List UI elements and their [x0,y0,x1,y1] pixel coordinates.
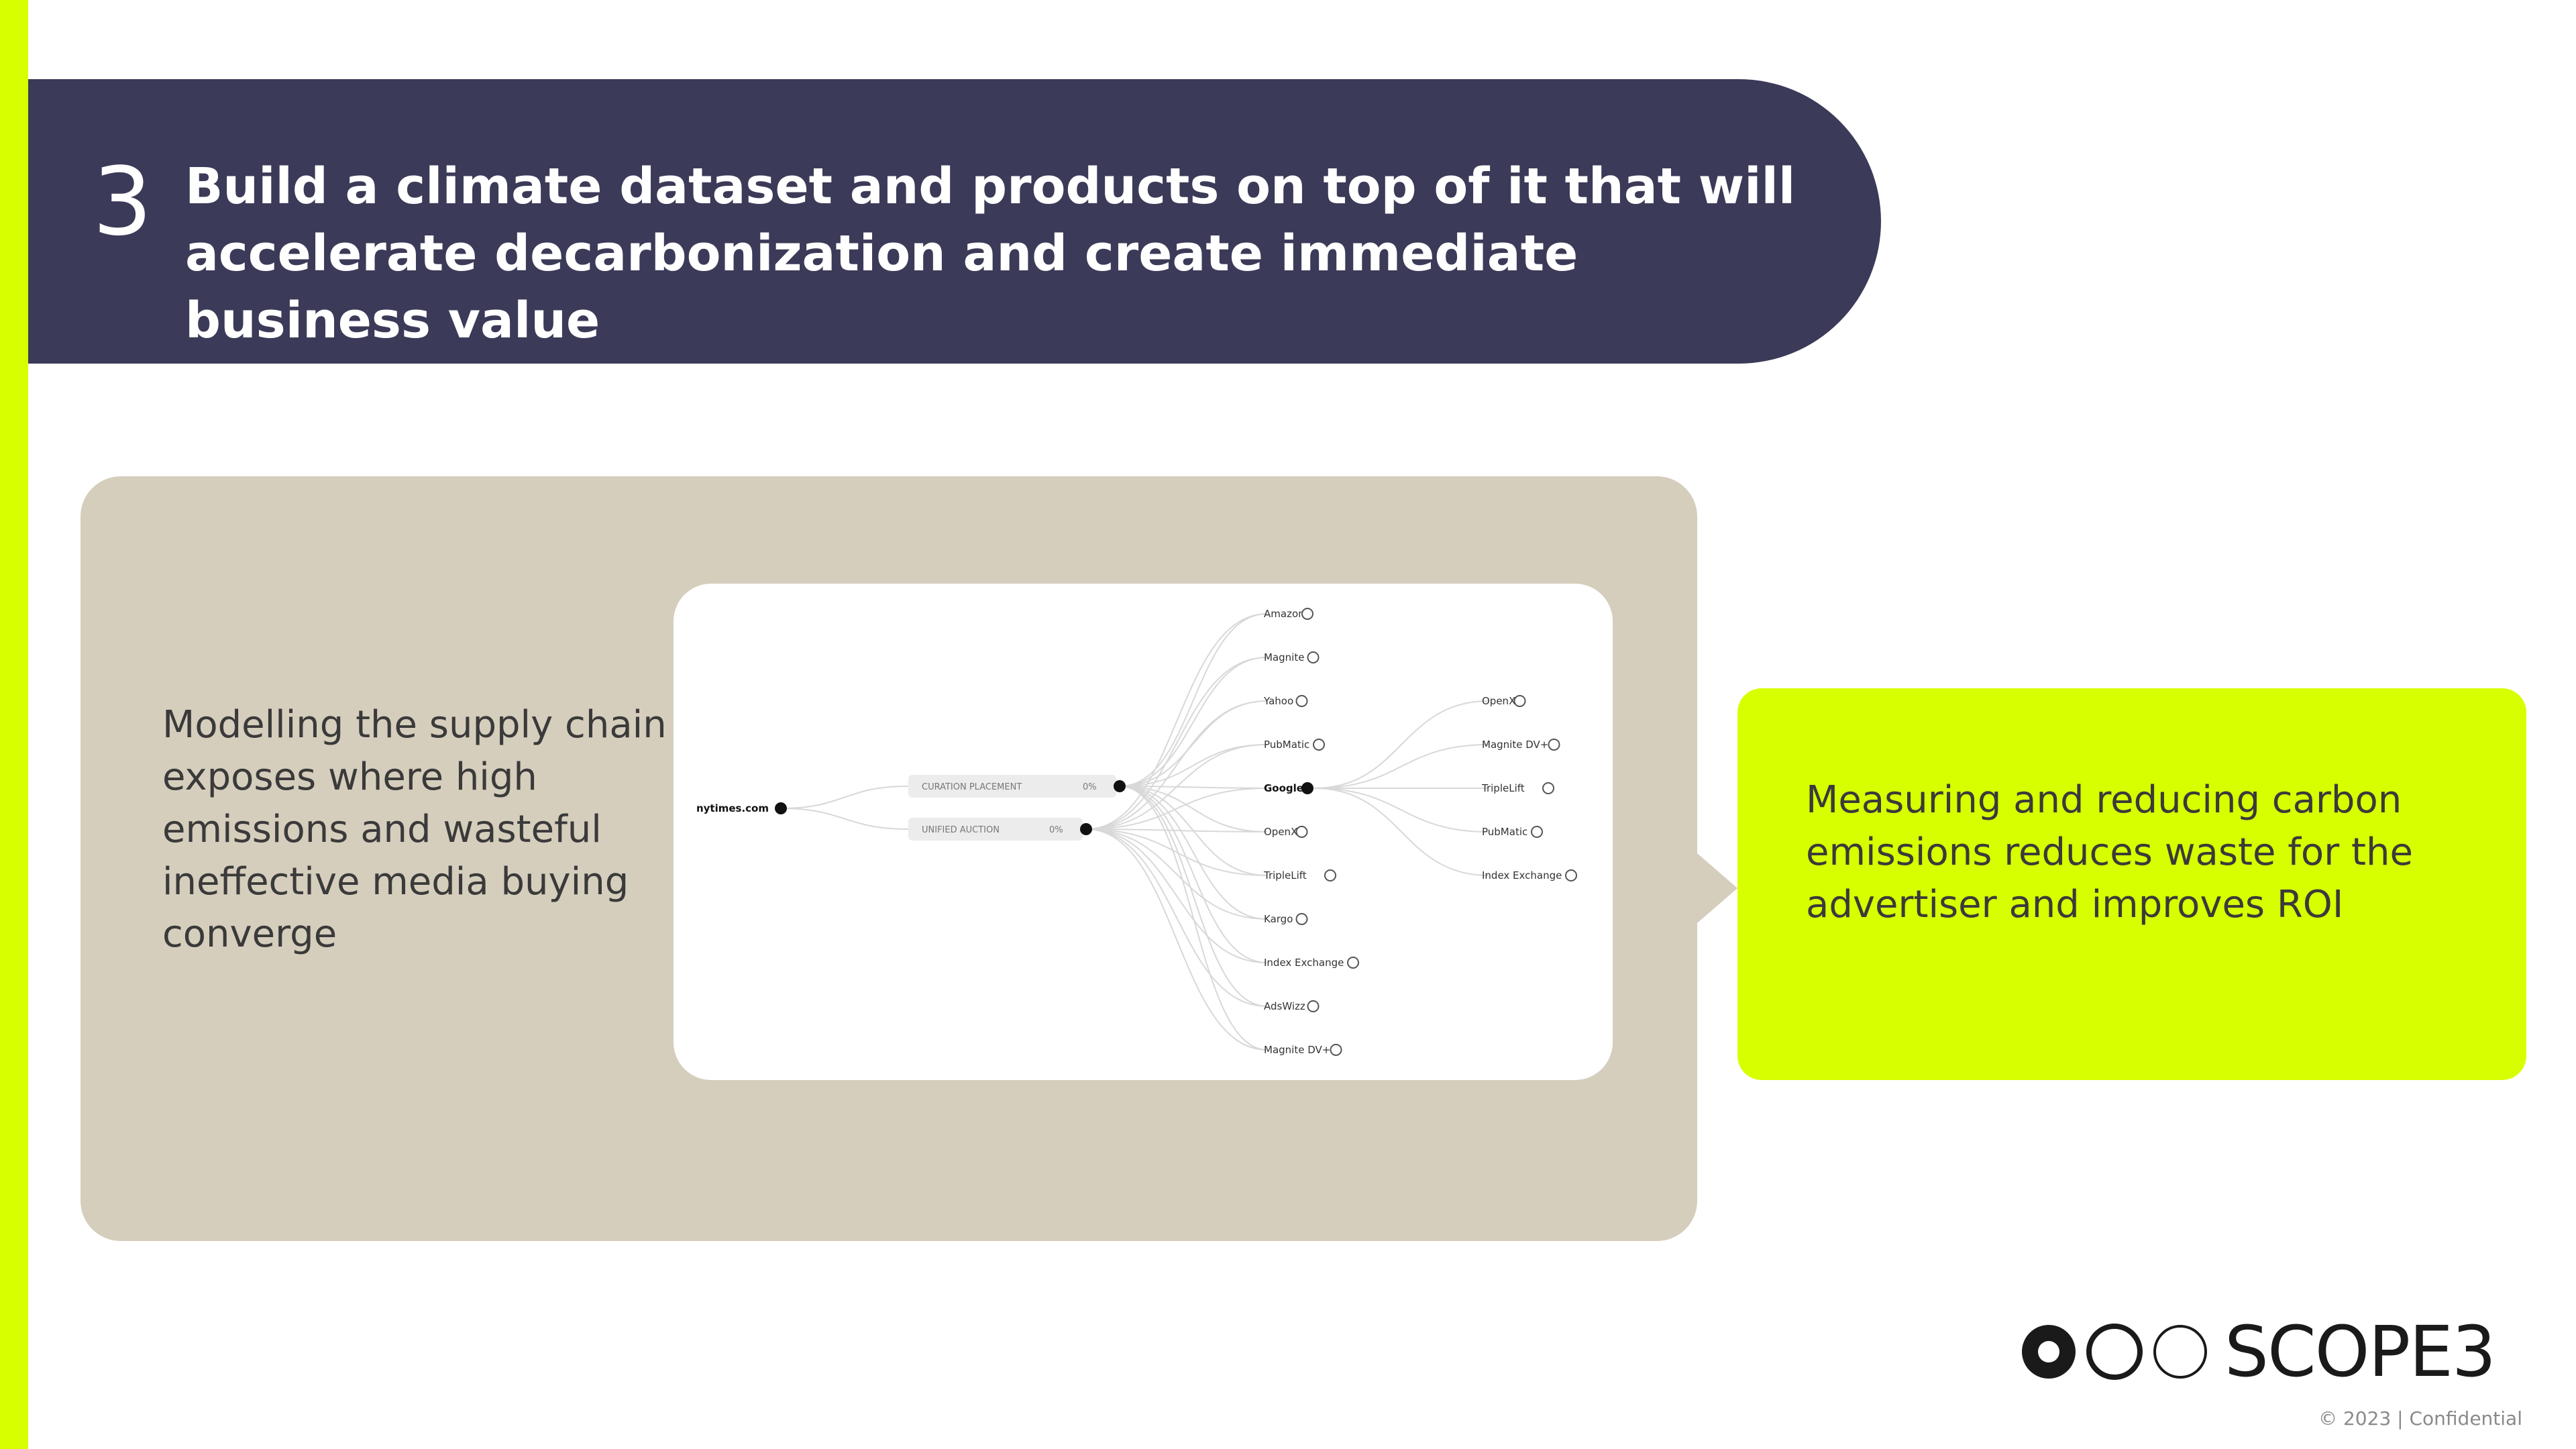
level3-node [1542,782,1554,794]
path-pill [908,775,1116,798]
path-node [1080,823,1092,835]
level3-node [1513,695,1526,707]
supply-chain-description: Modelling the supply chain exposes where… [162,703,667,956]
tree-link [1085,828,1268,1007]
path-value: 0% [1049,825,1063,835]
level2-node [1313,739,1325,751]
supply-chain-tree: nytimes.com CURATION PLACEMENT 0% UNIFIED A… [696,608,1577,1056]
level2-node-selected [1301,782,1313,794]
tree-link [1313,788,1489,833]
level3-label: Magnite DV+ [1482,739,1548,751]
level2-node [1295,913,1308,925]
level2-node [1307,651,1320,663]
copyright: © 2023 | Confidential [2318,1407,2522,1430]
tree-link [1119,613,1268,787]
level3-node [1531,826,1543,838]
level2-label: Yahoo [1263,695,1293,707]
level2-node [1307,1000,1320,1012]
path-pill [908,818,1083,841]
level2-node [1330,1044,1342,1056]
tree-link [1085,828,1268,1051]
tree-link [1119,786,1268,920]
path-label: UNIFIED AUCTION [922,825,1000,835]
accent-bar [0,0,28,1449]
tree-link [1313,788,1489,876]
tree-link [1085,657,1268,830]
path-label: CURATION PLACEMENT [922,782,1022,792]
level2-label: PubMatic [1264,739,1309,751]
level2-label: OpenX [1264,826,1297,838]
header-banner [28,79,1881,364]
roi-callout-text: Measuring and reducing carbon emissions … [1806,778,2413,926]
level2-label: TripleLift [1263,869,1307,881]
level3-node [1565,869,1577,881]
root-label: nytimes.com [696,802,769,814]
level3-label: PubMatic [1482,826,1527,838]
tree-link [1085,744,1268,830]
tree-link [1119,786,1268,789]
tree-link [780,808,909,830]
level2-label: AdsWizz [1264,1000,1305,1012]
level2-label: Index Exchange [1264,957,1344,969]
tree-link [1119,657,1268,787]
path-node [1114,780,1126,792]
supply-chain-diagram: nytimes.com CURATION PLACEMENT 0% UNIFIED A… [674,584,1613,1080]
level2-label: Magnite DV+ [1264,1044,1330,1056]
level2-label: Google [1264,782,1303,794]
tree-link [1119,786,1268,1051]
level3-label: Index Exchange [1482,869,1562,881]
tree-link [1119,786,1268,1007]
tree-link [1085,613,1268,830]
logo-circles-icon [2022,1324,2207,1380]
tree-link [1085,828,1268,833]
slide-title: Build a climate dataset and products on … [185,158,1796,350]
level3-label: OpenX [1482,695,1515,707]
level2-node [1347,957,1359,969]
tree-link [1085,828,1268,920]
logo-wordmark: SCOPE3 [2224,1311,2496,1393]
roi-callout: Measuring and reducing carbon emissions … [1737,688,2526,1080]
path-value: 0% [1083,782,1097,792]
tree-link [1085,788,1268,830]
callout-pointer [1697,853,1737,923]
level2-label: Kargo [1264,913,1293,925]
level2-node [1295,695,1308,707]
root-node [775,802,787,814]
tree-link [1313,744,1489,789]
section-number: 3 [93,148,153,257]
tree-link [1085,700,1268,830]
level2-label: Magnite [1264,651,1304,663]
tree-link [1085,828,1268,963]
level2-label: Amazon [1264,608,1305,620]
level3-node [1548,739,1560,751]
level3-label: TripleLift [1481,782,1525,794]
tree-link [1313,700,1489,789]
tree-link [1085,828,1268,876]
level2-node [1301,608,1313,620]
level2-node [1295,826,1308,838]
tree-link [780,786,909,809]
level2-node [1324,869,1336,881]
scope3-logo: SCOPE3 [2017,1315,2526,1389]
